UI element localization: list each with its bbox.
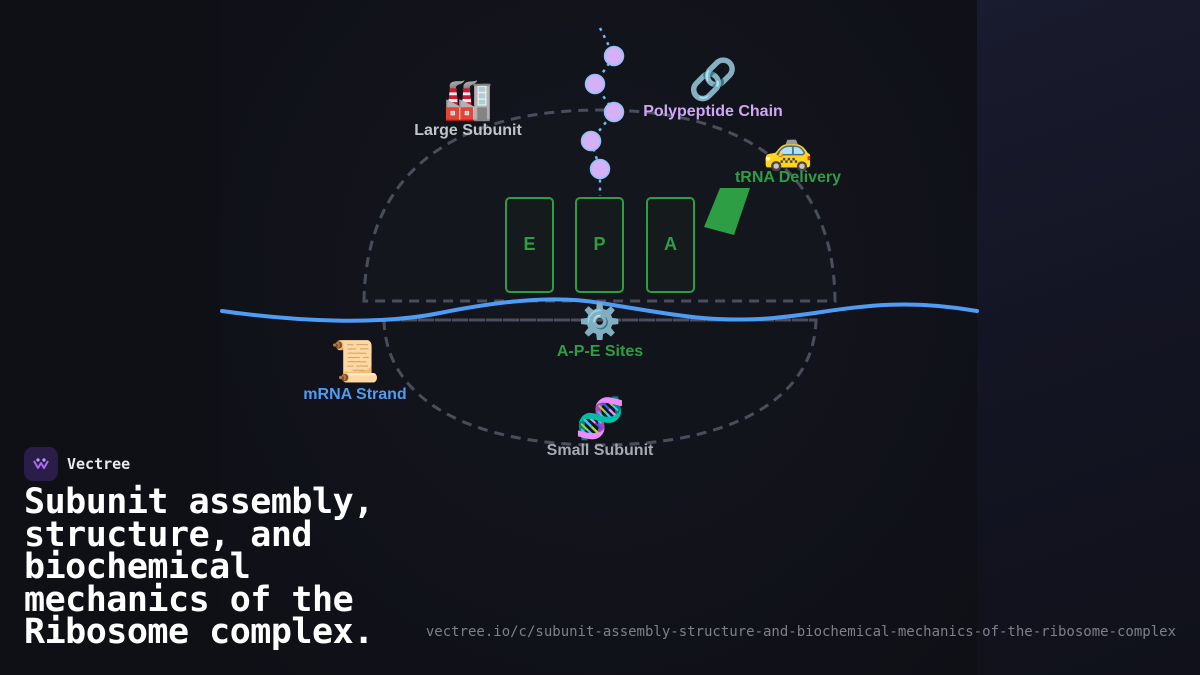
link-icon: 🔗 bbox=[688, 58, 738, 102]
amino-acid bbox=[603, 101, 625, 123]
ape-sites-label: A-P-E Sites bbox=[556, 343, 644, 360]
page-url[interactable]: vectree.io/c/subunit-assembly-structure-… bbox=[425, 624, 1176, 640]
site-p-box bbox=[575, 197, 624, 293]
amino-acid bbox=[589, 158, 611, 180]
brand: Vectree bbox=[24, 447, 130, 481]
brand-logo-icon bbox=[24, 447, 58, 481]
amino-acid-chain bbox=[580, 45, 625, 180]
brand-name: Vectree bbox=[67, 455, 131, 473]
binding-sites: E P A bbox=[505, 197, 695, 293]
factory-icon: 🏭 bbox=[443, 78, 493, 122]
mrna-strand bbox=[220, 297, 979, 323]
mrna-strand-label: mRNA Strand bbox=[303, 386, 407, 403]
site-e-box bbox=[505, 197, 554, 293]
large-subunit-label: Large Subunit bbox=[414, 122, 522, 139]
site-a-label: A bbox=[664, 234, 677, 254]
incoming-trna bbox=[704, 188, 750, 235]
gear-icon: ⚙️ bbox=[578, 303, 622, 341]
scroll-icon: 📜 bbox=[330, 340, 380, 384]
small-subunit-label: Small Subunit bbox=[546, 442, 654, 459]
site-a-box bbox=[646, 197, 695, 293]
polypeptide-chain-label: Polypeptide Chain bbox=[643, 103, 783, 120]
background-panel bbox=[977, 0, 1200, 675]
amino-acid bbox=[603, 45, 625, 67]
site-p-label: P bbox=[593, 234, 605, 254]
site-e-label: E bbox=[523, 234, 535, 254]
dna-icon: 🧬 bbox=[575, 397, 625, 441]
taxi-icon: 🚕 bbox=[763, 128, 813, 172]
small-subunit-outline bbox=[382, 318, 818, 447]
amino-acid bbox=[580, 130, 602, 152]
page-title: Subunit assembly, structure, and biochem… bbox=[24, 482, 374, 652]
trna-delivery-label: tRNA Delivery bbox=[734, 169, 842, 186]
amino-acid bbox=[584, 73, 606, 95]
